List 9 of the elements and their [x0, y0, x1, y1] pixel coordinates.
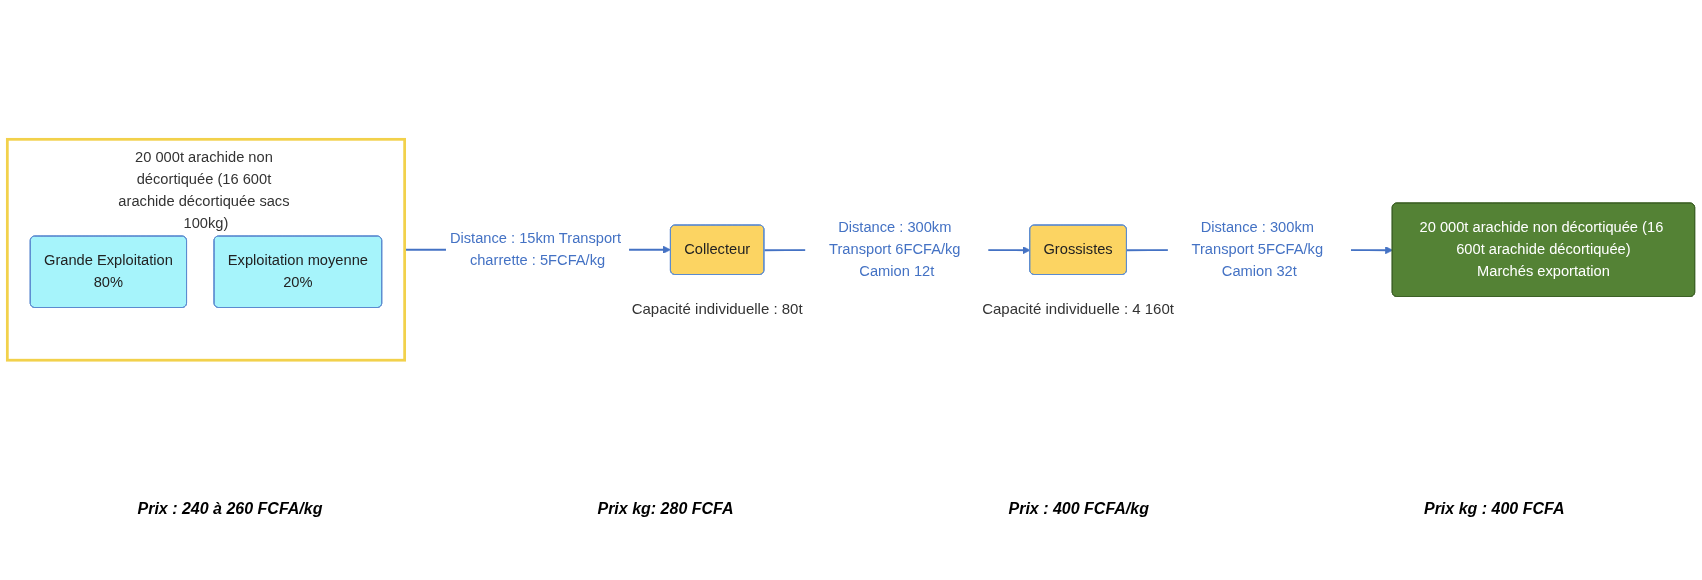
edge-label: Distance : 300km Transport 6FCFA/kg Camion 12t — [829, 219, 961, 280]
edge-label: Distance : 300km Transport 5FCFA/kg Camion 32t — [1191, 219, 1324, 280]
capacity-note: Capacité individuelle : 4 160t — [982, 299, 1174, 317]
edge-label: Distance : 15km Transport charrette : 5FCFA/kg — [449, 230, 622, 269]
price-note: Prix : 400 FCFA/kg — [1008, 500, 1149, 518]
price-note: Prix kg : 400 FCFA — [1423, 500, 1565, 518]
capacity-note: Capacité individuelle : 80t — [631, 299, 803, 317]
price-note: Prix : 240 à 260 FCFA/kg — [137, 500, 323, 518]
price-note: Prix kg: 280 FCFA — [597, 500, 734, 518]
